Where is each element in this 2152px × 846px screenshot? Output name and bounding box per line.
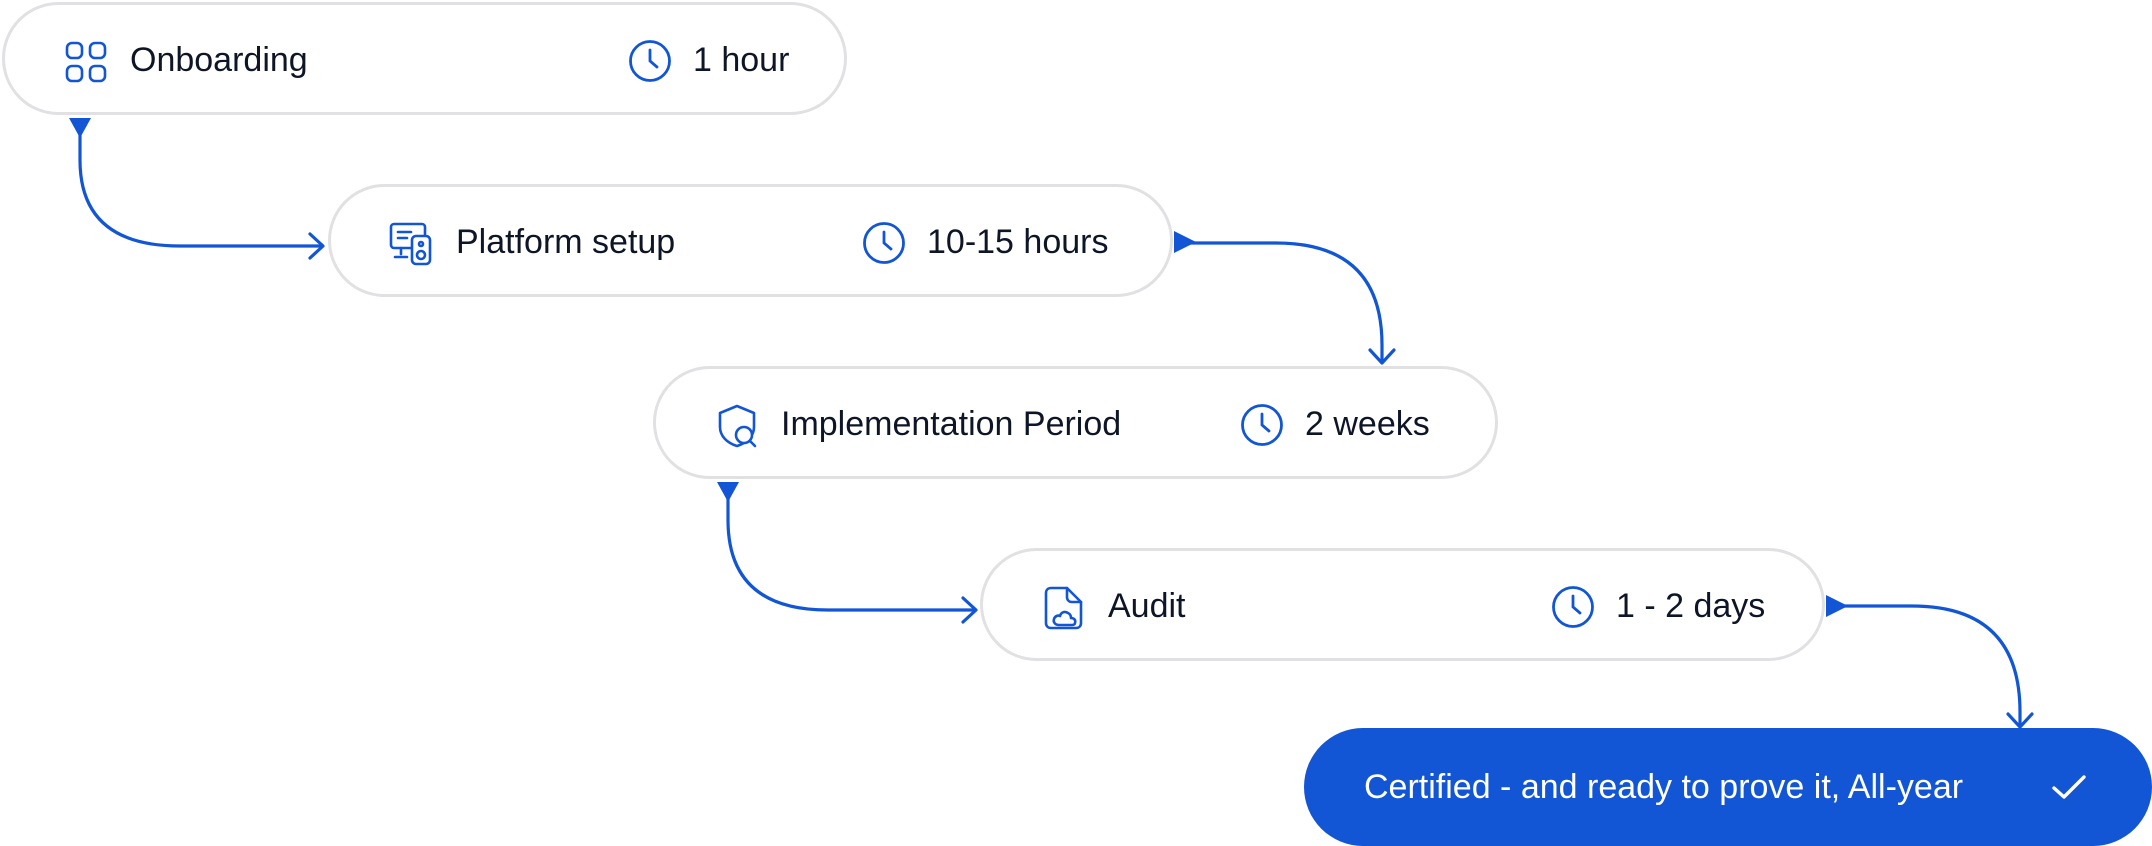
connector-audit-to-final (1840, 604, 2022, 728)
step-label: Audit (1108, 587, 1186, 625)
step-platform-setup: Platform setup 10-15 hours (328, 184, 1173, 297)
source-marker-onboarding (69, 118, 91, 138)
server-monitor-icon (389, 221, 435, 267)
checkmark-icon (2048, 766, 2090, 808)
document-cloud-icon (1041, 585, 1087, 631)
grid-icon (63, 39, 109, 85)
step-duration: 1 hour (693, 41, 790, 79)
connector-implementation-to-audit (726, 490, 977, 612)
step-label: Onboarding (130, 41, 308, 79)
step-audit: Audit 1 - 2 days (980, 548, 1825, 661)
step-duration: 2 weeks (1305, 405, 1430, 443)
clock-icon (1550, 584, 1596, 630)
connector-onboarding-to-setup (78, 126, 324, 248)
step-duration: 1 - 2 days (1616, 587, 1766, 625)
step-implementation-period: Implementation Period 2 weeks (653, 366, 1498, 479)
step-label: Implementation Period (781, 405, 1122, 443)
final-certified-pill: Certified - and ready to prove it, All-y… (1304, 728, 2152, 846)
clock-icon (1239, 402, 1285, 448)
step-duration: 10-15 hours (927, 223, 1109, 261)
step-onboarding: Onboarding 1 hour (2, 2, 847, 115)
source-marker-setup (1174, 231, 1196, 253)
arrowhead-final (2006, 712, 2034, 729)
step-label: Platform setup (456, 223, 676, 261)
arrowhead-implementation (1368, 348, 1396, 365)
clock-icon (861, 220, 907, 266)
arrowhead-audit (961, 596, 978, 624)
arrowhead-setup (308, 232, 325, 260)
clock-icon (627, 38, 673, 84)
source-marker-implementation (717, 482, 739, 502)
connector-setup-to-implementation (1188, 241, 1384, 364)
final-label: Certified - and ready to prove it, All-y… (1364, 768, 1964, 806)
shield-search-icon (714, 403, 760, 449)
source-marker-audit (1826, 595, 1848, 617)
